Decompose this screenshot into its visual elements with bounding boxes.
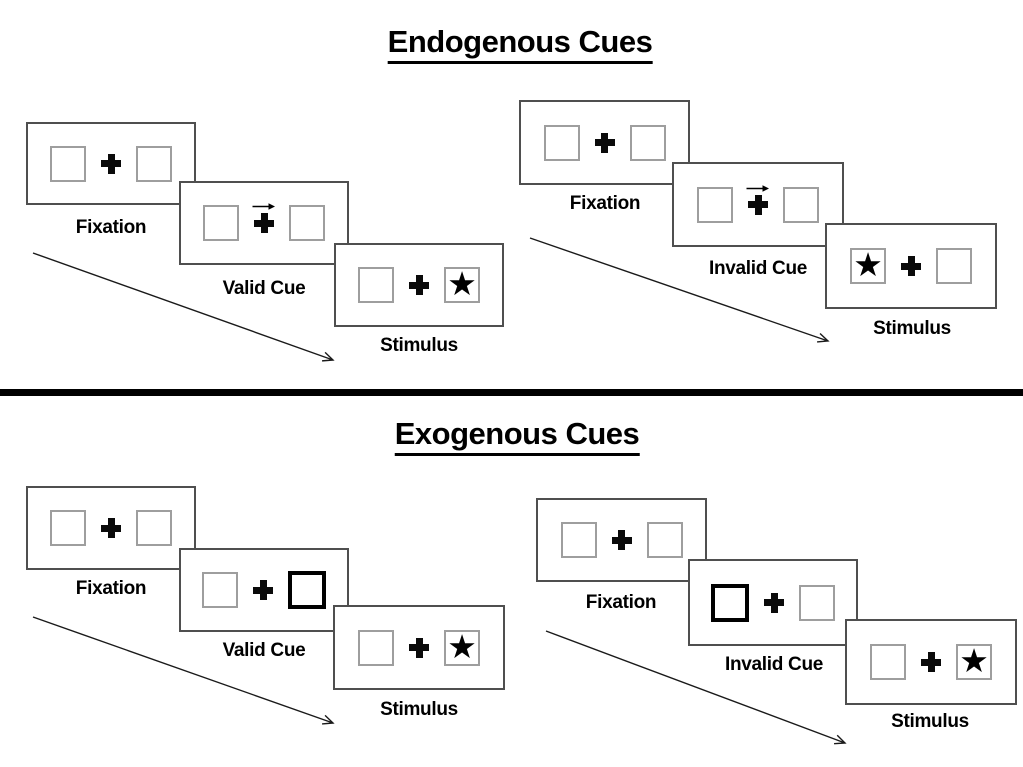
step-label: Stimulus xyxy=(891,711,969,732)
left-box xyxy=(870,644,906,680)
right-box xyxy=(783,186,819,223)
fixation-cross-icon xyxy=(252,203,275,233)
step-label: Valid Cue xyxy=(222,640,306,661)
left-box xyxy=(543,124,580,161)
fixation-cross-icon xyxy=(746,184,769,215)
right-box xyxy=(136,510,172,546)
stimulus-card-exogenous-valid: ★ xyxy=(333,605,505,690)
star-icon: ★ xyxy=(959,641,989,680)
fixation-cross-icon xyxy=(901,256,921,276)
step-label: Valid Cue xyxy=(222,278,306,299)
left-box xyxy=(358,267,394,303)
left-box xyxy=(560,522,597,558)
star-icon: ★ xyxy=(853,245,883,284)
step-label: Invalid Cue xyxy=(708,258,808,279)
star-box: ★ xyxy=(444,626,480,666)
valid-cue-card-exogenous xyxy=(179,548,349,632)
step-label: Fixation xyxy=(75,217,147,238)
star-box: ★ xyxy=(956,644,992,680)
step-label: Fixation xyxy=(75,578,147,599)
cue-highlight-box xyxy=(711,583,749,622)
timeline-arrow-endogenous-valid xyxy=(32,252,335,362)
endogenous-cues-title: Endogenous Cues xyxy=(387,24,653,64)
left-box xyxy=(202,572,238,608)
right-box xyxy=(936,248,972,284)
exogenous-cues-title-text: Exogenous Cues xyxy=(394,416,640,456)
fixation-cross-icon xyxy=(594,132,615,153)
step-label: Invalid Cue xyxy=(724,654,824,675)
invalid-cue-card-endogenous xyxy=(672,162,844,247)
fixation-cross-icon xyxy=(764,592,784,613)
left-box xyxy=(203,205,239,241)
timeline-arrow-exogenous-invalid xyxy=(545,630,847,745)
cue-arrow-right-icon xyxy=(746,184,769,192)
right-box xyxy=(629,124,666,161)
star-box: ★ xyxy=(850,248,886,284)
exogenous-cues-title: Exogenous Cues xyxy=(394,416,640,456)
step-label: Stimulus xyxy=(380,335,458,356)
stimulus-card-exogenous-invalid: ★ xyxy=(845,619,1017,705)
left-box xyxy=(50,510,86,546)
step-label: Stimulus xyxy=(873,318,951,339)
right-box xyxy=(289,205,325,241)
fixation-card-exogenous-invalid xyxy=(536,498,707,582)
fixation-cross-icon xyxy=(101,153,121,174)
right-box xyxy=(799,584,835,621)
star-box: ★ xyxy=(444,267,480,303)
fixation-cross-icon xyxy=(921,652,941,672)
right-box xyxy=(646,522,683,558)
fixation-card-endogenous-valid xyxy=(26,122,196,205)
section-divider xyxy=(0,389,1023,396)
cue-highlight-box xyxy=(288,571,326,609)
fixation-cross-icon xyxy=(611,530,632,550)
cue-arrow-right-icon xyxy=(252,203,275,210)
fixation-cross-icon xyxy=(409,637,429,658)
stimulus-card-endogenous-valid: ★ xyxy=(334,243,504,327)
left-box xyxy=(697,186,733,223)
invalid-cue-card-exogenous xyxy=(688,559,858,646)
right-box xyxy=(136,145,172,182)
step-label: Fixation xyxy=(569,193,641,214)
fixation-cross-icon xyxy=(409,275,429,295)
fixation-card-exogenous-valid xyxy=(26,486,196,570)
left-box xyxy=(50,145,86,182)
step-label: Fixation xyxy=(585,592,657,613)
fixation-cross-icon xyxy=(101,518,121,538)
endogenous-cues-title-text: Endogenous Cues xyxy=(387,24,653,64)
timeline-arrow-exogenous-valid xyxy=(32,616,335,725)
step-label: Stimulus xyxy=(380,699,458,720)
star-icon: ★ xyxy=(447,626,477,666)
valid-cue-card-endogenous xyxy=(179,181,349,265)
timeline-arrow-endogenous-invalid xyxy=(529,237,830,343)
fixation-cross-icon xyxy=(253,580,273,600)
left-box xyxy=(358,629,394,666)
fixation-card-endogenous-invalid xyxy=(519,100,690,185)
stimulus-card-endogenous-invalid: ★ xyxy=(825,223,997,309)
star-icon: ★ xyxy=(447,264,477,303)
